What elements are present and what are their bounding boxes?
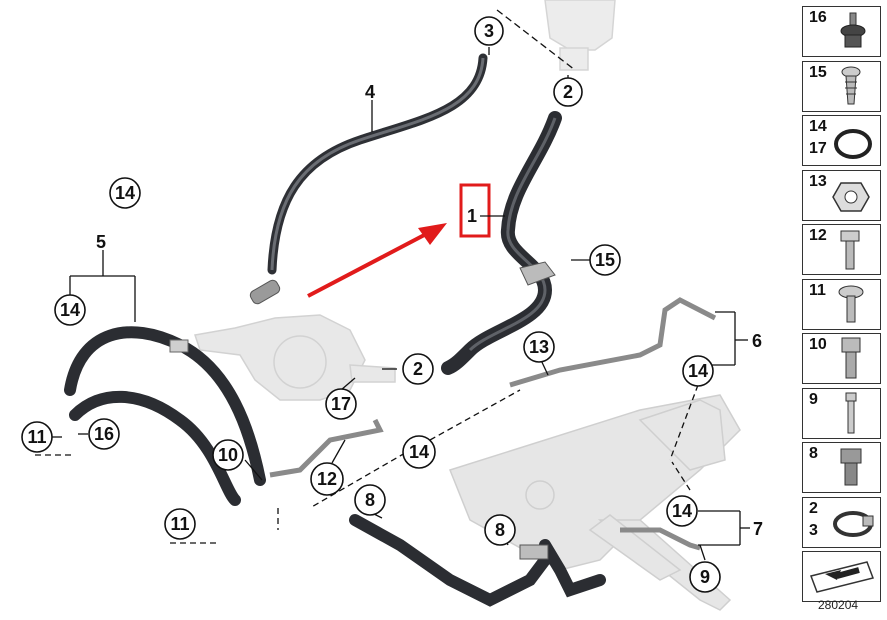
pointer-arrow-head <box>418 223 447 245</box>
callout-11-top: 11 <box>21 421 53 453</box>
hose-clamp-icon <box>833 510 874 537</box>
legend-label-8: 8 <box>809 445 818 462</box>
svg-text:14: 14 <box>115 183 135 203</box>
legend-label-17: 17 <box>809 140 827 157</box>
collar-screw-icon <box>838 285 864 322</box>
steering-gear-ghost <box>449 394 741 611</box>
socket-head-screw-icon <box>841 337 861 379</box>
legend-label-3: 3 <box>809 521 818 539</box>
callout-14-mid: 14 <box>402 435 436 469</box>
callout-11-bottom: 11 <box>164 508 196 540</box>
legend-label-12: 12 <box>809 227 827 244</box>
svg-text:2: 2 <box>413 359 423 379</box>
callout-12: 12 <box>310 462 344 496</box>
svg-text:14: 14 <box>409 442 429 462</box>
callout-13: 13 <box>523 331 555 363</box>
parts-legend: 16 15 14 17 13 12 1 <box>802 6 881 606</box>
callout-8-right: 8 <box>484 514 516 546</box>
callout-8-left: 8 <box>354 484 386 516</box>
line-7 <box>620 527 701 551</box>
legend-label-14: 14 <box>809 118 827 135</box>
legend-label-13: 13 <box>809 172 827 190</box>
legend-cell-12: 12 <box>802 224 881 275</box>
callout-14-line6: 14 <box>682 355 714 387</box>
reservoir-ghost <box>544 0 616 71</box>
direction-arrow-icon <box>810 561 874 593</box>
label-7: 7 <box>753 519 763 539</box>
legend-label-9: 9 <box>809 390 818 408</box>
hose-1-return <box>441 111 562 375</box>
label-4: 4 <box>365 82 375 102</box>
line-6-cooler <box>509 297 717 388</box>
legend-cell-8: 8 <box>802 442 881 493</box>
callout-3: 3 <box>474 16 504 46</box>
hose-8-lower <box>349 514 606 607</box>
callout-14-hose5: 14 <box>54 294 86 326</box>
svg-text:16: 16 <box>94 424 114 444</box>
expanding-rivet-icon <box>841 66 861 104</box>
svg-text:9: 9 <box>700 567 710 587</box>
svg-text:13: 13 <box>529 337 549 357</box>
pointer-arrow-shaft <box>307 230 431 298</box>
hex-nut-icon <box>832 181 870 212</box>
leader-lines <box>35 9 750 561</box>
svg-text:14: 14 <box>672 501 692 521</box>
svg-text:14: 14 <box>60 300 80 320</box>
reference-number: 280204 <box>818 598 859 612</box>
legend-cell-13: 13 <box>802 169 881 221</box>
highlight-box <box>459 183 491 238</box>
hose-5-pressure <box>64 326 266 506</box>
legend-cell-10: 10 <box>802 333 881 384</box>
legend-label-15: 15 <box>809 63 827 81</box>
callout-16: 16 <box>88 418 120 450</box>
svg-text:8: 8 <box>495 520 505 540</box>
hose-4-suction <box>249 53 488 305</box>
legend-cell-2-3: 2 3 <box>802 496 881 548</box>
hex-bolt-icon <box>840 230 860 270</box>
bolt-icon <box>845 392 857 433</box>
callout-17: 17 <box>325 388 357 420</box>
svg-text:10: 10 <box>218 445 238 465</box>
callout-10: 10 <box>212 439 244 471</box>
callout-14-line7: 14 <box>666 495 698 527</box>
label-6: 6 <box>752 331 762 351</box>
label-5: 5 <box>96 232 106 252</box>
o-ring-icon <box>834 129 872 159</box>
cap-screw-icon <box>840 448 862 486</box>
label-1: 1 <box>467 206 477 226</box>
callout-2-top: 2 <box>553 77 583 107</box>
legend-label-2: 2 <box>809 499 818 517</box>
legend-cell-16: 16 <box>802 6 881 57</box>
svg-text:11: 11 <box>170 514 189 534</box>
callout-2-pump: 2 <box>402 353 434 385</box>
svg-text:2: 2 <box>563 82 573 102</box>
callout-14-left: 14 <box>109 177 141 209</box>
legend-label-11: 11 <box>809 281 826 299</box>
legend-cell-11: 11 <box>802 278 881 330</box>
callout-9: 9 <box>689 561 721 593</box>
svg-text:14: 14 <box>688 361 708 381</box>
svg-text:11: 11 <box>27 427 46 447</box>
bolt-with-rubber-mount-icon <box>840 12 866 48</box>
legend-cell-9: 9 <box>802 387 881 439</box>
legend-cell-arrow <box>802 551 881 602</box>
svg-text:15: 15 <box>595 250 615 270</box>
svg-text:8: 8 <box>365 490 375 510</box>
svg-text:3: 3 <box>484 21 494 41</box>
legend-cell-14-17: 14 17 <box>802 115 881 166</box>
line-12 <box>269 418 384 478</box>
legend-cell-15: 15 <box>802 60 881 112</box>
legend-label-16: 16 <box>809 9 827 26</box>
legend-label-10: 10 <box>809 336 827 353</box>
svg-text:17: 17 <box>331 394 351 414</box>
svg-text:12: 12 <box>317 469 337 489</box>
callout-15: 15 <box>589 244 621 276</box>
